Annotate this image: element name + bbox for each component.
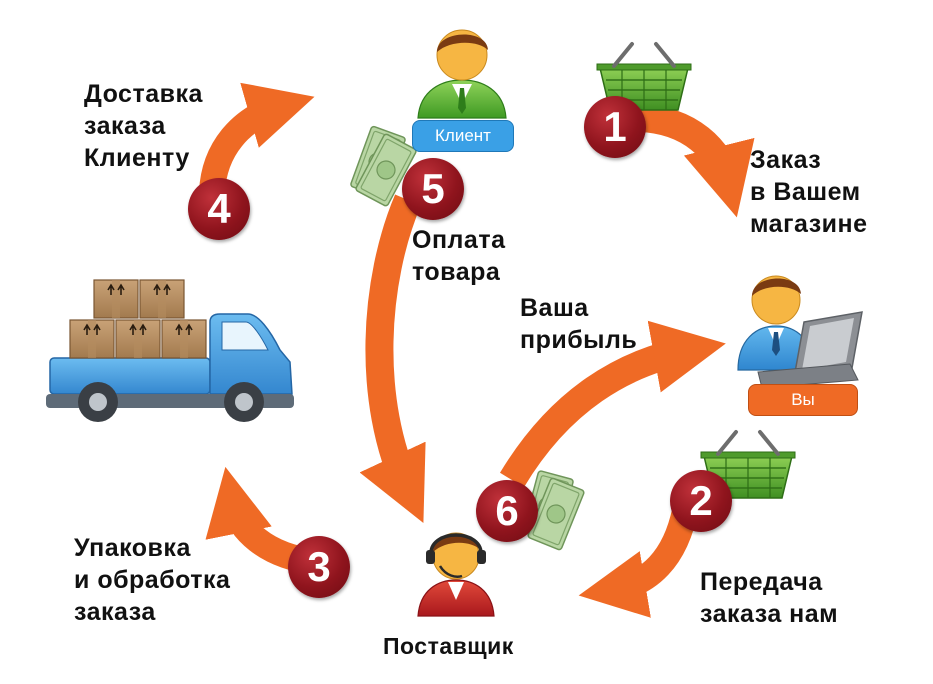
supplier-label: Поставщик [383,633,514,659]
step-3-label: Упаковка и обработка заказа [74,534,231,626]
step-4-number: 4 [188,178,250,240]
step-5-label: Оплата товара [412,226,506,286]
arrow-step-1 [638,104,755,218]
step-1-number: 1 [584,96,646,158]
supplier-headset-icon [417,532,495,617]
arrow-step-5 [359,194,426,523]
step-4-label: Доставка заказа Клиенту [84,80,203,172]
client-badge: Клиент [412,120,514,152]
truck-icon [46,313,294,422]
step-5-number: 5 [402,158,464,220]
arrow-step-6 [499,320,726,488]
step-2-number: 2 [670,470,732,532]
step-3-number: 3 [288,536,350,598]
step-2-label: Передача заказа нам [700,568,839,628]
you-at-laptop-icon [737,275,863,389]
box-icon [69,279,207,359]
step-1-label: Заказ в Вашем магазине [750,146,868,238]
step-6-number: 6 [476,480,538,542]
you-badge: Вы [748,384,858,416]
step-6-label: Ваша прибыль [520,294,638,354]
client-avatar-icon [417,29,507,119]
